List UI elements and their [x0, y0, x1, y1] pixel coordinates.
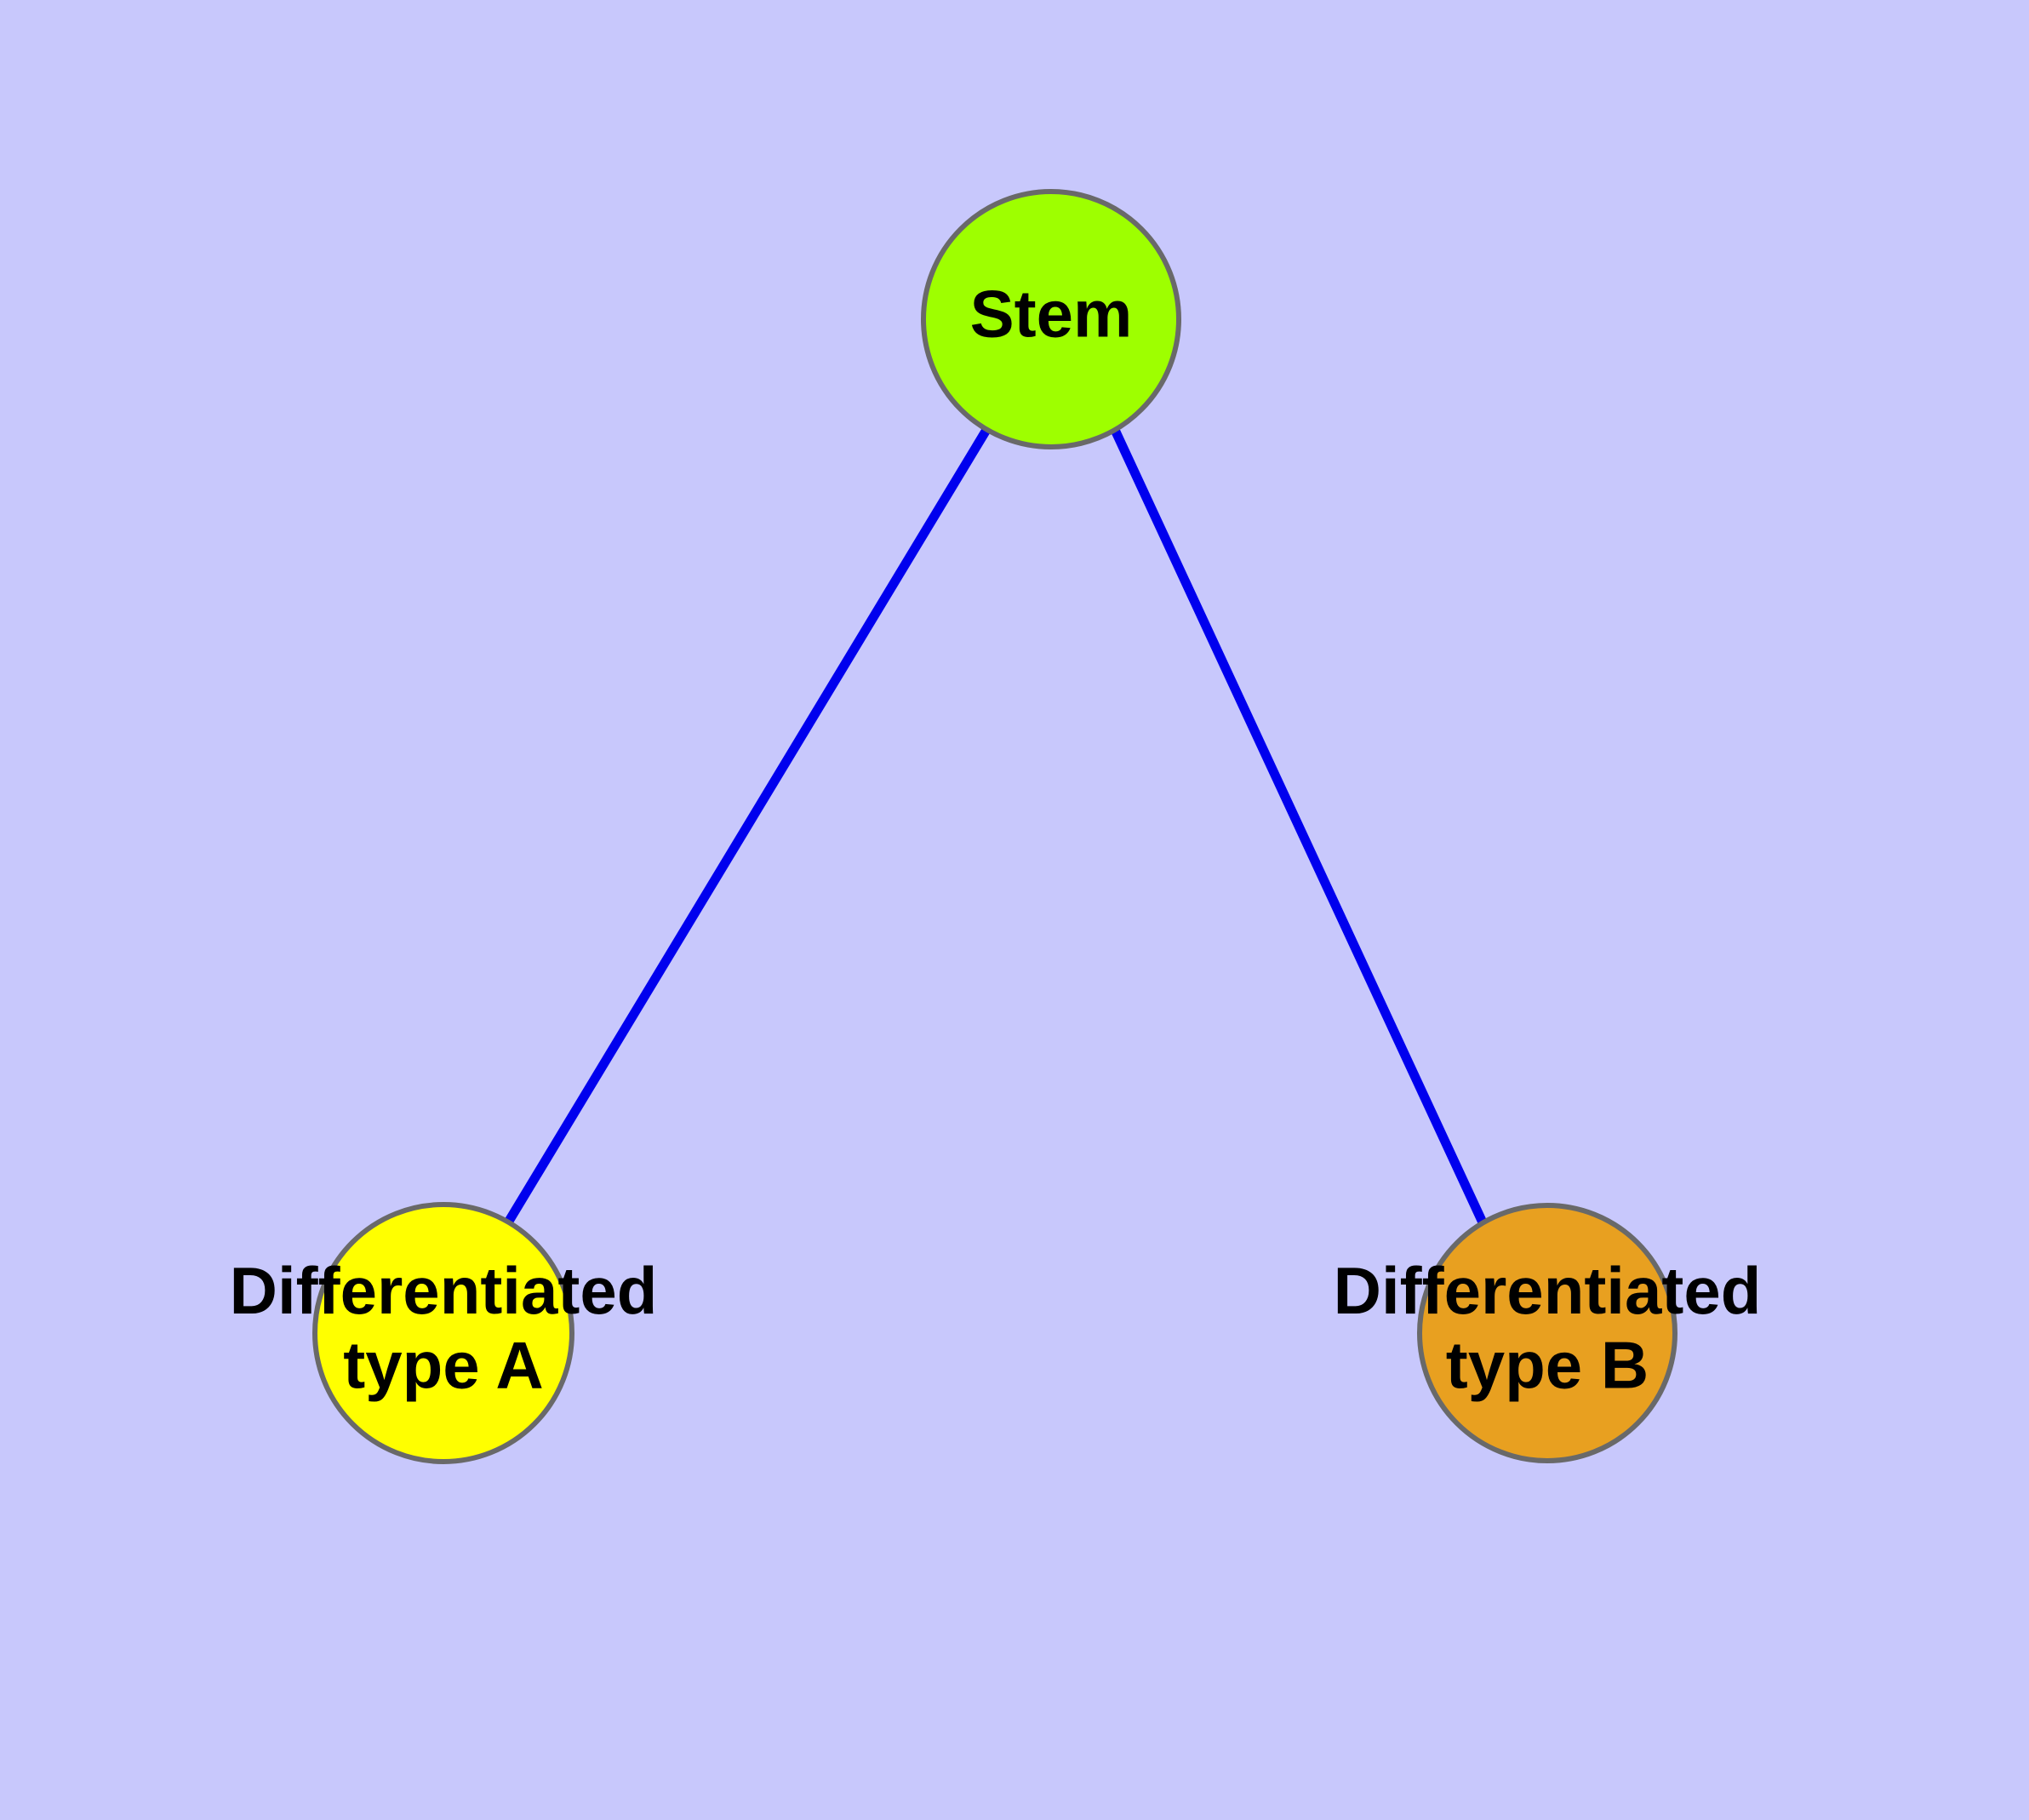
node-stem[interactable]: Stem	[921, 189, 1181, 449]
node-label-diff-b-line-2: type B	[1446, 1327, 1649, 1402]
node-label-stem-line-1: Stem	[970, 277, 1133, 352]
node-label-diff-a-line-2: type A	[343, 1327, 544, 1402]
node-label-diff-b-line-1: Differentiated	[1334, 1253, 1762, 1328]
edge-stem-to-diff-a[interactable]	[504, 427, 991, 1225]
edge-stem-to-diff-b[interactable]	[1111, 427, 1487, 1225]
edges-group	[504, 427, 1487, 1225]
node-circle-stem[interactable]	[921, 189, 1181, 449]
node-label-diff-a-line-1: Differentiated	[230, 1253, 658, 1328]
node-circle-diff-b[interactable]	[1417, 1203, 1677, 1463]
node-circle-diff-a[interactable]	[312, 1202, 574, 1464]
